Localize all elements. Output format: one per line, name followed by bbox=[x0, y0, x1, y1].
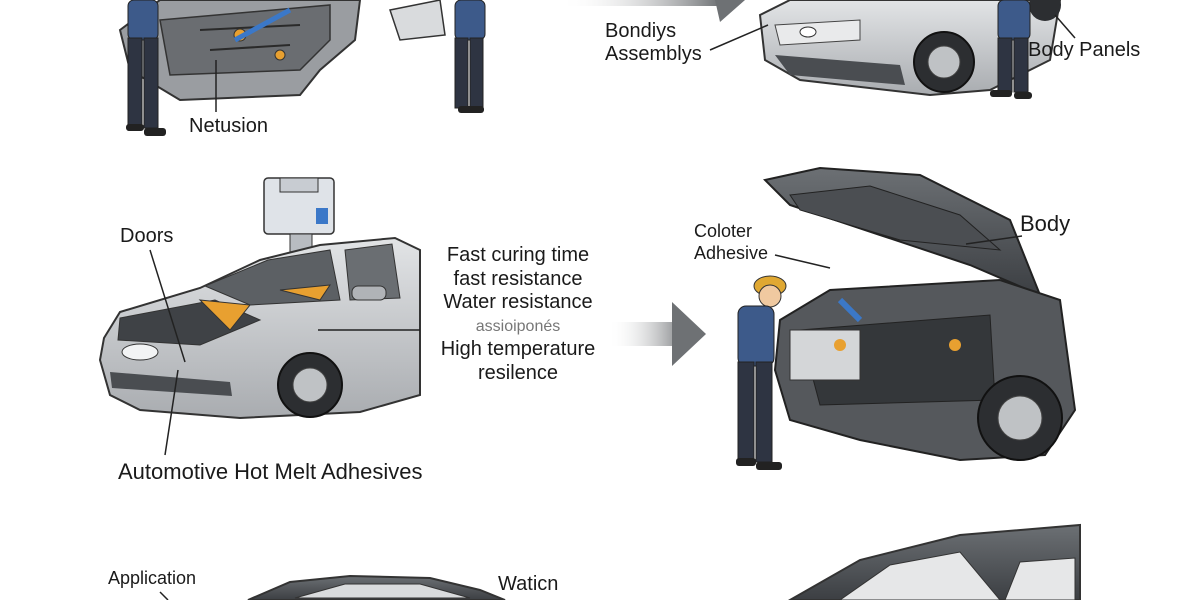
label-colorer: Coloter bbox=[694, 221, 753, 241]
arrow-right-icon bbox=[560, 0, 745, 22]
body-frame-assembly bbox=[118, 0, 362, 102]
worker-icon bbox=[990, 0, 1032, 99]
property-item: resilence bbox=[477, 361, 559, 384]
label-application: Application bbox=[108, 568, 197, 588]
label-doors: Doors bbox=[120, 225, 174, 247]
label-bodies: Bondiys bbox=[605, 20, 677, 42]
label-watch: Waticn bbox=[498, 573, 559, 595]
car-icon bbox=[247, 574, 506, 600]
worker-icon bbox=[389, 0, 486, 113]
property-item: Fast curing time bbox=[446, 244, 590, 266]
car-icon bbox=[98, 236, 421, 420]
car-icon bbox=[787, 523, 1081, 600]
arrow-right-icon bbox=[608, 302, 706, 366]
property-item: fast resistance bbox=[453, 267, 583, 290]
property-item: Water resistance bbox=[443, 291, 593, 313]
worker-icon bbox=[736, 275, 787, 470]
label-body: Body bbox=[1020, 211, 1071, 236]
page-title: Automotive Hot Melt Adhesives bbox=[118, 459, 423, 484]
label-netusion: Netusion bbox=[189, 115, 268, 137]
property-list: Fast curing time fast resistance Water r… bbox=[418, 244, 618, 385]
car-icon bbox=[762, 166, 1077, 462]
label-body-panels: Body Panels bbox=[1028, 39, 1141, 61]
car-icon bbox=[758, 0, 1062, 97]
property-item: assioiponés bbox=[475, 317, 561, 335]
label-adhesive: Adhesive bbox=[694, 243, 769, 263]
worker-icon bbox=[126, 0, 166, 136]
label-assemblies: Assemblys bbox=[605, 43, 702, 65]
property-item: High temperature bbox=[440, 338, 596, 360]
